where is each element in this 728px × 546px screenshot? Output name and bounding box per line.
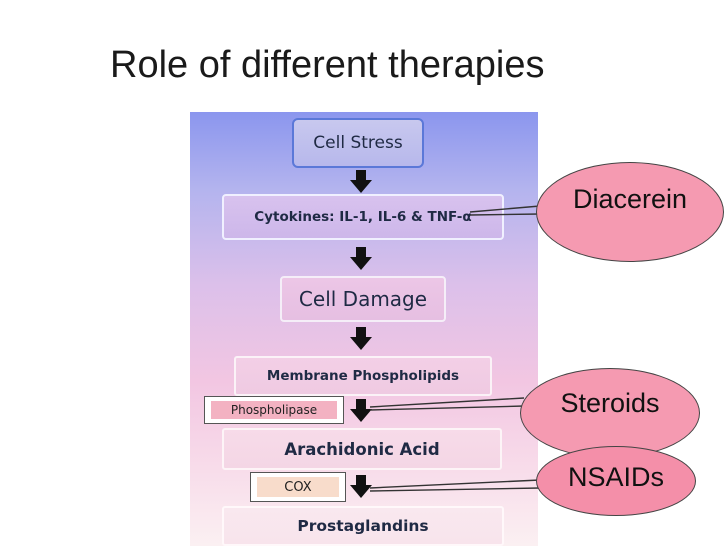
- down-arrow-icon: [350, 247, 372, 271]
- down-arrow-icon: [350, 399, 372, 423]
- therapy-diacerein: Diacerein: [536, 162, 724, 262]
- enzyme-phospholipase-label: Phospholipase: [211, 401, 337, 419]
- therapy-nsaids-label: NSAIDs: [567, 462, 665, 492]
- therapy-diacerein-label: Diacerein: [572, 184, 688, 214]
- down-arrow-icon: [350, 475, 372, 499]
- step-cell-stress: Cell Stress: [292, 118, 424, 168]
- therapy-nsaids: NSAIDs: [536, 446, 696, 516]
- nsaids-connector: [369, 479, 541, 489]
- enzyme-cox-label: COX: [257, 477, 339, 497]
- slide-title: Role of different therapies: [110, 44, 545, 86]
- steroids-connector: [369, 405, 525, 411]
- step-membrane-phospholipids: Membrane Phospholipids: [234, 356, 492, 396]
- enzyme-cox: COX: [250, 472, 346, 502]
- diacerein-connector: [469, 213, 541, 216]
- step-arachidonic-acid: Arachidonic Acid: [222, 428, 502, 470]
- enzyme-phospholipase: Phospholipase: [204, 396, 344, 424]
- therapy-steroids-label: Steroids: [560, 388, 660, 418]
- therapy-steroids: Steroids: [520, 368, 700, 458]
- down-arrow-icon: [350, 170, 372, 194]
- step-cytokines: Cytokines: IL-1, IL-6 & TNF-α: [222, 194, 504, 240]
- diacerein-connector: [469, 205, 541, 213]
- step-prostaglandins: Prostaglandins: [222, 506, 504, 546]
- nsaids-connector: [369, 487, 541, 492]
- step-cell-damage: Cell Damage: [280, 276, 446, 322]
- steroids-connector: [369, 397, 525, 408]
- down-arrow-icon: [350, 327, 372, 351]
